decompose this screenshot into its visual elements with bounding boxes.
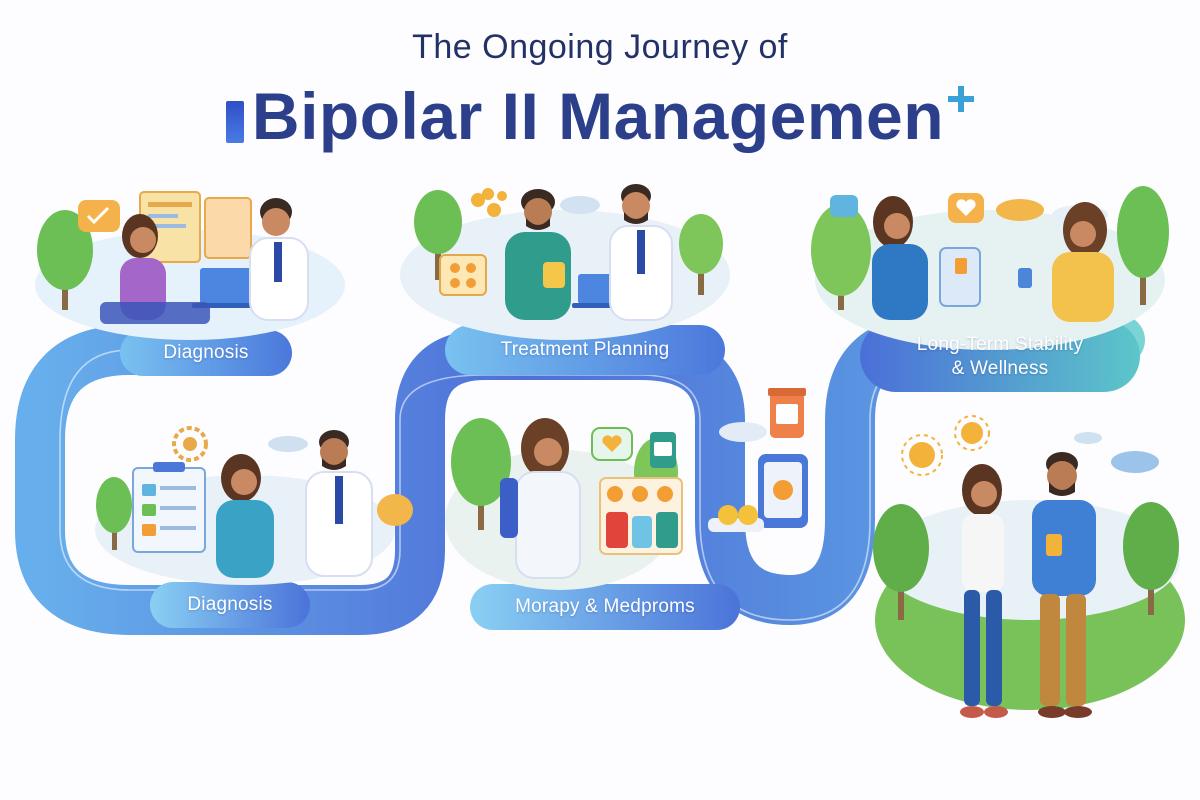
woman-figure: [960, 464, 1008, 718]
stage-label-diagnosis-bottom: Diagnosis: [187, 594, 273, 615]
scene-therapy-medications: [445, 418, 683, 590]
pill-bottle-icon: [768, 388, 806, 438]
stage-label-diagnosis-top: Diagnosis: [163, 342, 249, 363]
companion-figure: [1018, 202, 1114, 322]
stage-pill-4: [150, 582, 310, 628]
stage-label-long-term-stability: Long-Term Stability & Wellness: [916, 334, 1084, 379]
doctor-figure: [249, 198, 309, 321]
pill-bottle-icon: [650, 432, 676, 468]
scene-diagnosis-bottom: [95, 426, 413, 585]
cloud-icon: [268, 436, 308, 452]
tree-icon: [37, 210, 93, 310]
patient-figure: [216, 454, 274, 578]
stage-pill-5: [470, 584, 740, 630]
tree-icon: [96, 477, 132, 550]
tree-icon: [414, 190, 723, 295]
stage-pill-2: [445, 325, 725, 375]
pill-tray-icon: [439, 254, 487, 296]
scene-treatment-planning: [400, 184, 730, 340]
pill-bottle-icon: [939, 247, 981, 307]
cloud-icon: [560, 196, 600, 214]
orange-dots-icon: [471, 188, 507, 217]
scene-medications-side: [708, 388, 808, 532]
cloud-icon: [719, 422, 767, 442]
doctor-figure: [305, 430, 373, 577]
heart-chat-icon: [591, 427, 633, 461]
patient-figure: [505, 189, 571, 320]
man-figure: [1032, 452, 1096, 718]
stage-label-therapy-medications: Morapy & Medproms: [515, 596, 695, 617]
heart-chat-icon: [78, 200, 120, 232]
medication-shelf: [599, 477, 683, 555]
tree-icon: [811, 186, 1169, 310]
tablet-device-icon: [758, 454, 808, 528]
title-main-text: Bipolar II Managemen: [251, 79, 945, 153]
patient-figure: [500, 418, 581, 579]
sun-icon: [901, 415, 990, 476]
clipboard-icon: [132, 462, 206, 553]
bracket-mark-icon: [225, 100, 244, 143]
journey-path-centerline: [59, 349, 1120, 621]
doctor-figure: [609, 184, 673, 321]
cloud-icon: [1074, 432, 1159, 473]
title-line-2: Bipolar II Managemen: [0, 78, 1200, 154]
gear-icon: [172, 426, 208, 462]
scene-diagnosis-top: [35, 191, 345, 340]
stage-label-treatment-planning: Treatment Planning: [500, 339, 670, 360]
tree-icon: [873, 502, 1179, 620]
plus-mark-icon: [948, 86, 975, 112]
heart-chat-icon: [830, 193, 984, 223]
title-line-1: The Ongoing Journey of: [412, 28, 788, 66]
document-board: [204, 197, 252, 259]
stage-pill-1: [120, 330, 292, 376]
scene-long-term-wellness: [811, 186, 1169, 350]
scene-couple-walking: [873, 415, 1185, 718]
patient-figure: [872, 196, 928, 320]
